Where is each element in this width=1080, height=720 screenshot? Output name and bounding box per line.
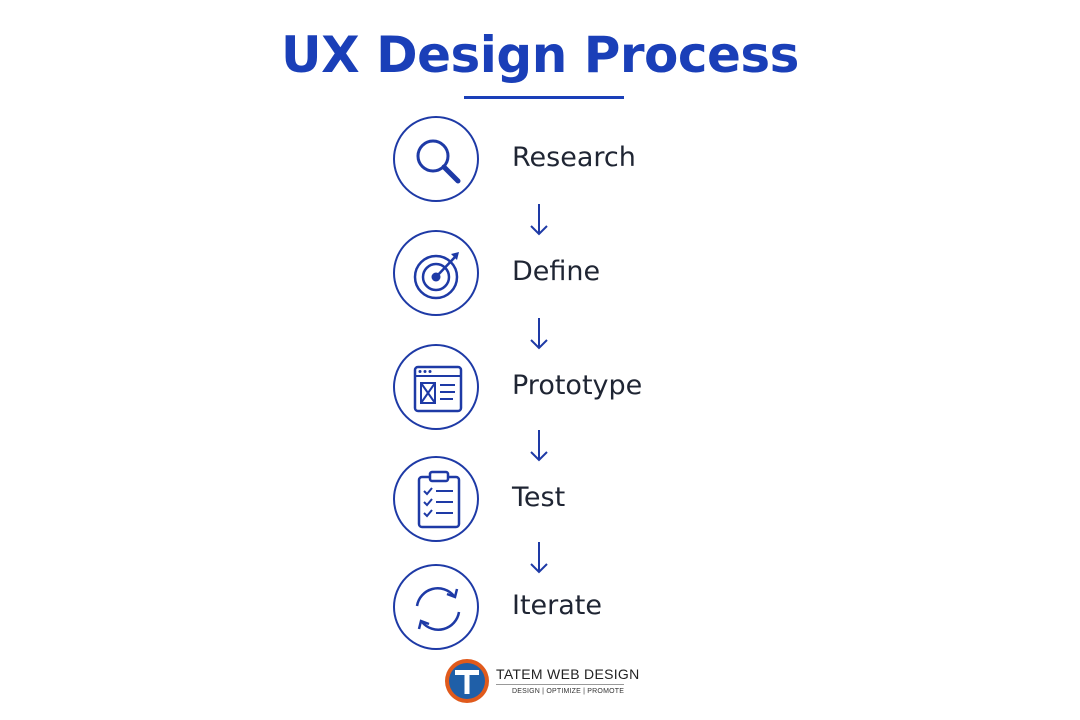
step-icon-circle	[393, 344, 479, 430]
footer-tagline: DESIGN | OPTIMIZE | PROMOTE	[512, 688, 625, 695]
step-prototype: Prototype	[393, 344, 813, 436]
step-label: Research	[512, 142, 636, 173]
step-label: Iterate	[512, 590, 603, 621]
page-title: UX Design Process	[281, 26, 799, 84]
title-underline	[464, 96, 624, 99]
tatem-logo	[445, 659, 489, 703]
arrow-down-icon	[530, 204, 548, 236]
step-iterate: Iterate	[393, 564, 813, 656]
step-icon-circle	[393, 456, 479, 542]
refresh-cycle-icon	[415, 587, 461, 631]
clipboard-checklist-icon	[417, 470, 461, 529]
step-icon-circle	[393, 116, 479, 202]
arrow-down-icon	[530, 430, 548, 462]
footer-brand-name: TATEM WEB DESIGN	[496, 666, 640, 682]
arrow-down-icon	[530, 318, 548, 350]
step-research: Research	[393, 116, 813, 208]
footer-divider	[496, 684, 624, 685]
magnifier-icon	[416, 139, 461, 184]
step-icon-circle	[393, 230, 479, 316]
step-label: Define	[512, 256, 601, 287]
step-icon-circle	[393, 564, 479, 650]
step-define: Define	[393, 230, 813, 322]
step-label: Test	[512, 482, 566, 513]
target-icon	[413, 252, 459, 300]
step-label: Prototype	[512, 370, 643, 401]
wireframe-icon	[413, 365, 463, 413]
arrow-down-icon	[530, 542, 548, 574]
step-test: Test	[393, 456, 813, 548]
